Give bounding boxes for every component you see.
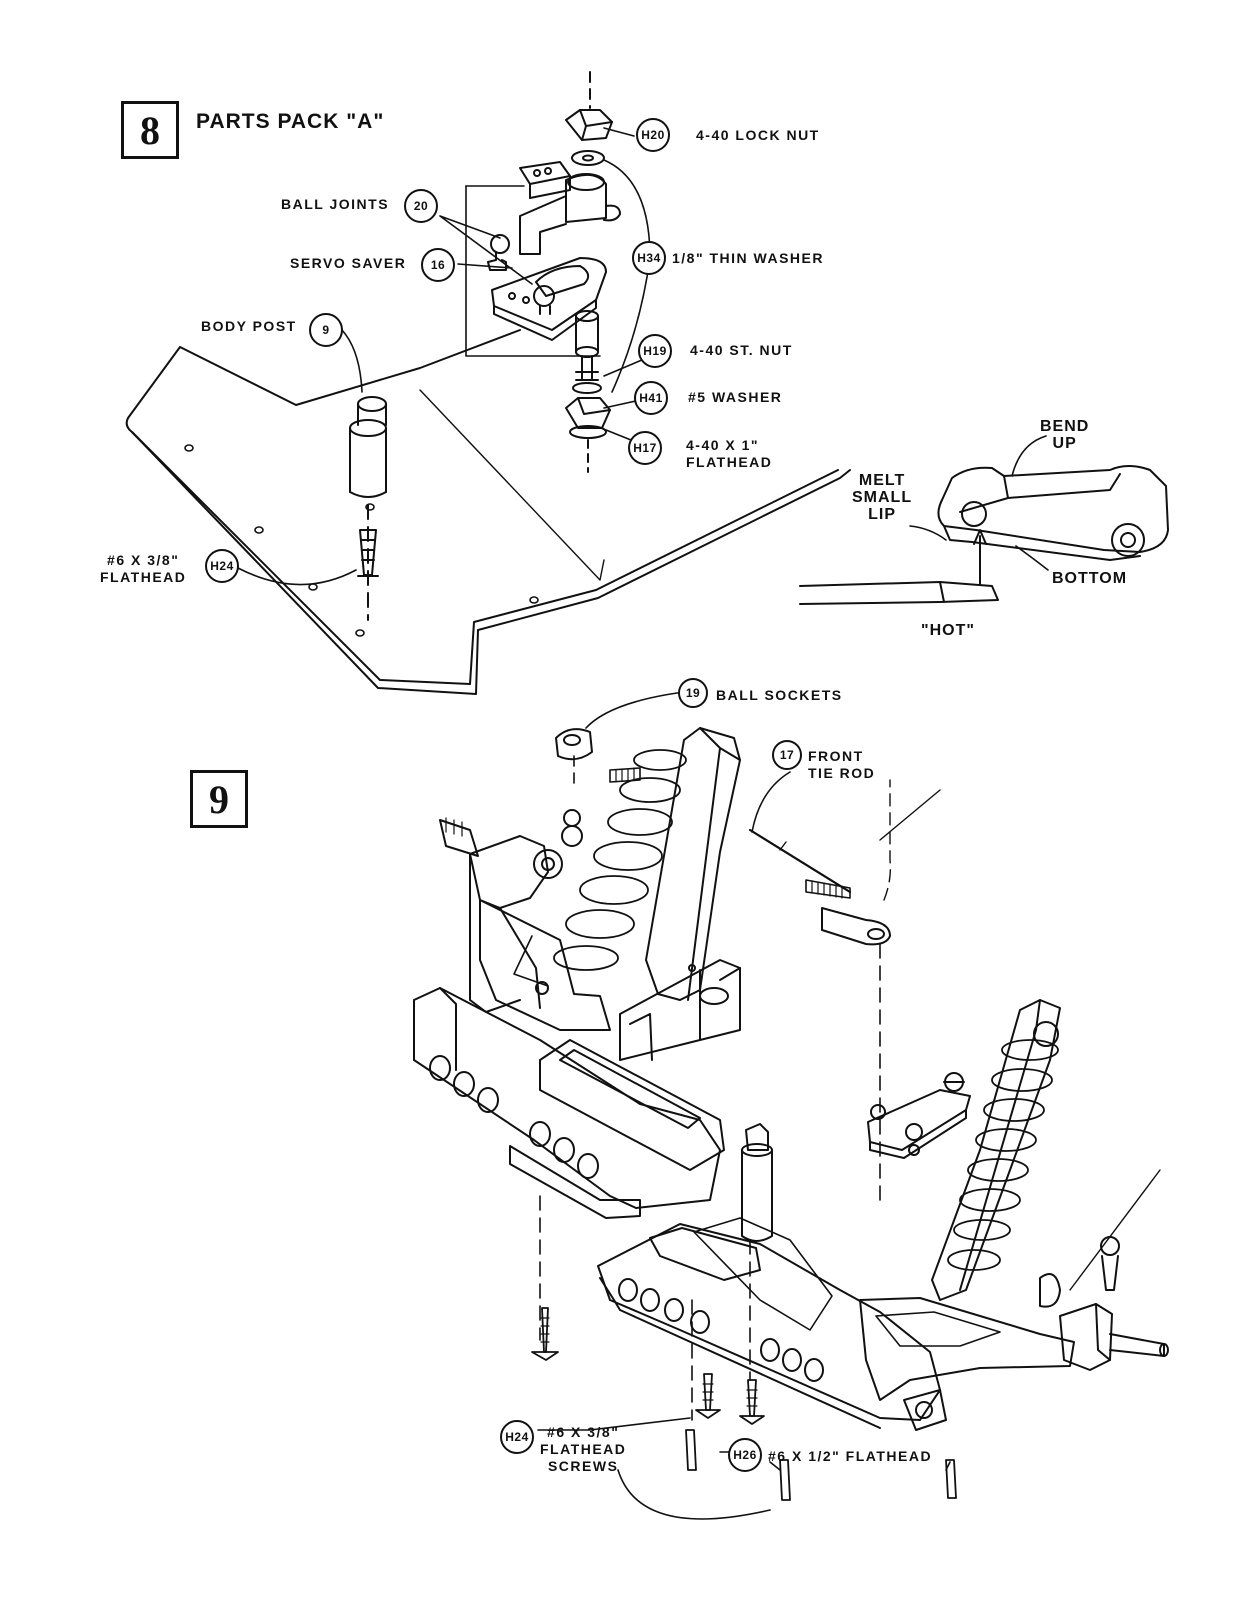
callout-bubble-h17: H17 — [628, 431, 662, 465]
lower-front-bumper — [597, 1223, 941, 1421]
callout-bubble-h26: H26 — [728, 1438, 762, 1472]
front-tie-rod — [748, 828, 852, 894]
right-spring — [947, 1039, 1059, 1271]
ball-socket-top — [555, 728, 593, 761]
step9-diagram — [413, 691, 1169, 1520]
body-post — [349, 396, 387, 621]
step8-leader-lines — [237, 127, 657, 586]
callout-label-servo-saver: SERVO SAVER — [290, 255, 407, 271]
callout-label-h34: 1/8" THIN WASHER — [672, 250, 824, 266]
right-shock-tower — [931, 999, 1061, 1301]
bend-up-inset — [799, 435, 1169, 605]
callout-bubble-16: 16 — [421, 248, 455, 282]
bumper-holes-right — [618, 1278, 824, 1382]
callout-label-ball-joints: BALL JOINTS — [281, 196, 390, 212]
callout-label-h19: 4-40 ST. NUT — [690, 342, 793, 358]
callout-label-h17: 4-40 X 1" FLATHEAD — [686, 437, 773, 470]
left-spring — [553, 749, 687, 971]
callout-label-h24-step8: #6 X 3/8" FLATHEAD — [100, 552, 187, 585]
inset-label-bottom: BOTTOM — [1052, 570, 1128, 587]
left-shock-tower — [645, 727, 741, 1001]
step8-diagram — [125, 71, 1169, 695]
callout-bubble-20: 20 — [404, 189, 438, 223]
callout-bubble-h34: H34 — [632, 241, 666, 275]
ball-socket-right — [821, 907, 891, 946]
step9-screws — [531, 1307, 957, 1501]
inset-label-bend-up: BEND UP — [1040, 418, 1090, 452]
callout-label-h20: 4-40 LOCK NUT — [696, 127, 820, 143]
step8-number: 8 — [140, 107, 160, 153]
step9-number: 9 — [209, 776, 229, 822]
callout-label-body-post: BODY POST — [201, 318, 297, 334]
callout-bubble-h41: H41 — [634, 381, 668, 415]
inset-label-melt-small-lip: MELT SMALL LIP — [852, 472, 913, 523]
chassis-plate — [125, 329, 851, 695]
chassis-plate-edge — [131, 431, 839, 685]
servo-saver-assembly — [465, 71, 621, 473]
callout-bubble-9: 9 — [309, 313, 343, 347]
step8-number-box: 8 — [121, 101, 179, 159]
bumper-holes-left — [429, 1055, 599, 1179]
chassis-fold-line — [419, 389, 605, 581]
callout-bubble-17: 17 — [772, 740, 802, 770]
callout-bubble-h24-step9: H24 — [500, 1420, 534, 1454]
callout-bubble-h19: H19 — [638, 334, 672, 368]
callout-bubble-h20: H20 — [636, 118, 670, 152]
callout-label-h41: #5 WASHER — [688, 389, 783, 405]
callout-label-h26: #6 X 1/2" FLATHEAD — [768, 1448, 933, 1464]
callout-bubble-19: 19 — [678, 678, 708, 708]
callout-bubble-h24-step8: H24 — [205, 549, 239, 583]
front-bumper — [413, 987, 721, 1209]
step9-number-box: 9 — [190, 770, 248, 828]
callout-label-ball-sockets: BALL SOCKETS — [716, 687, 843, 703]
callout-label-h24-step9: #6 X 3/8" FLATHEAD SCREWS — [540, 1424, 627, 1474]
step8-title: PARTS PACK "A" — [196, 110, 385, 133]
inset-label-hot: "HOT" — [921, 622, 975, 639]
callout-label-front-tie-rod: FRONT TIE ROD — [808, 748, 876, 781]
